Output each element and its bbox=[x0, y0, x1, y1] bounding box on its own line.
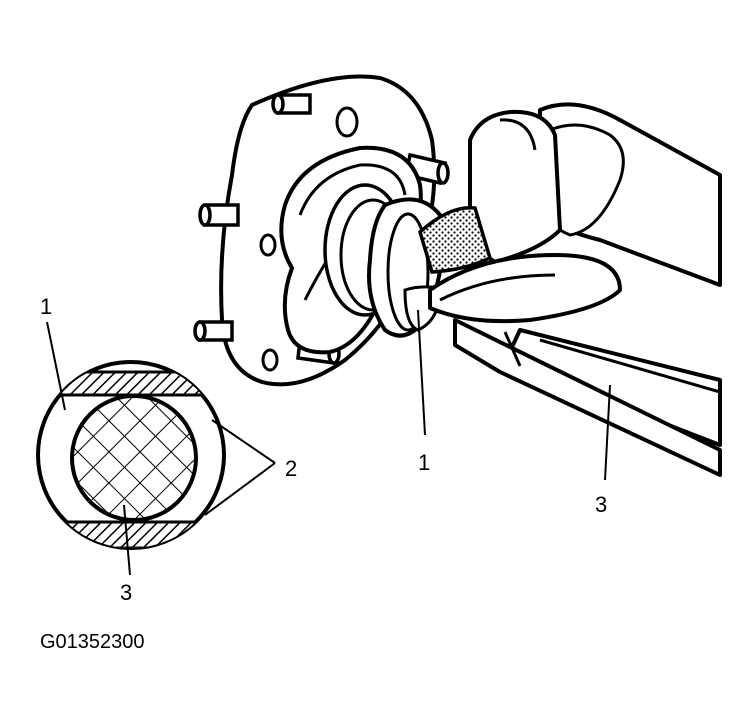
callout-1-main: 1 bbox=[418, 450, 430, 475]
callout-3-inset: 3 bbox=[120, 580, 132, 605]
axle-housing bbox=[468, 102, 722, 447]
callout-2-inset: 2 bbox=[285, 456, 297, 481]
axle-shaft bbox=[418, 205, 493, 274]
main-leaders bbox=[417, 309, 611, 481]
callout-3-main: 3 bbox=[595, 492, 607, 517]
figure-id: G01352300 bbox=[40, 631, 145, 653]
callout-1-inset: 1 bbox=[40, 294, 52, 319]
seal-driver-tool bbox=[428, 253, 722, 477]
